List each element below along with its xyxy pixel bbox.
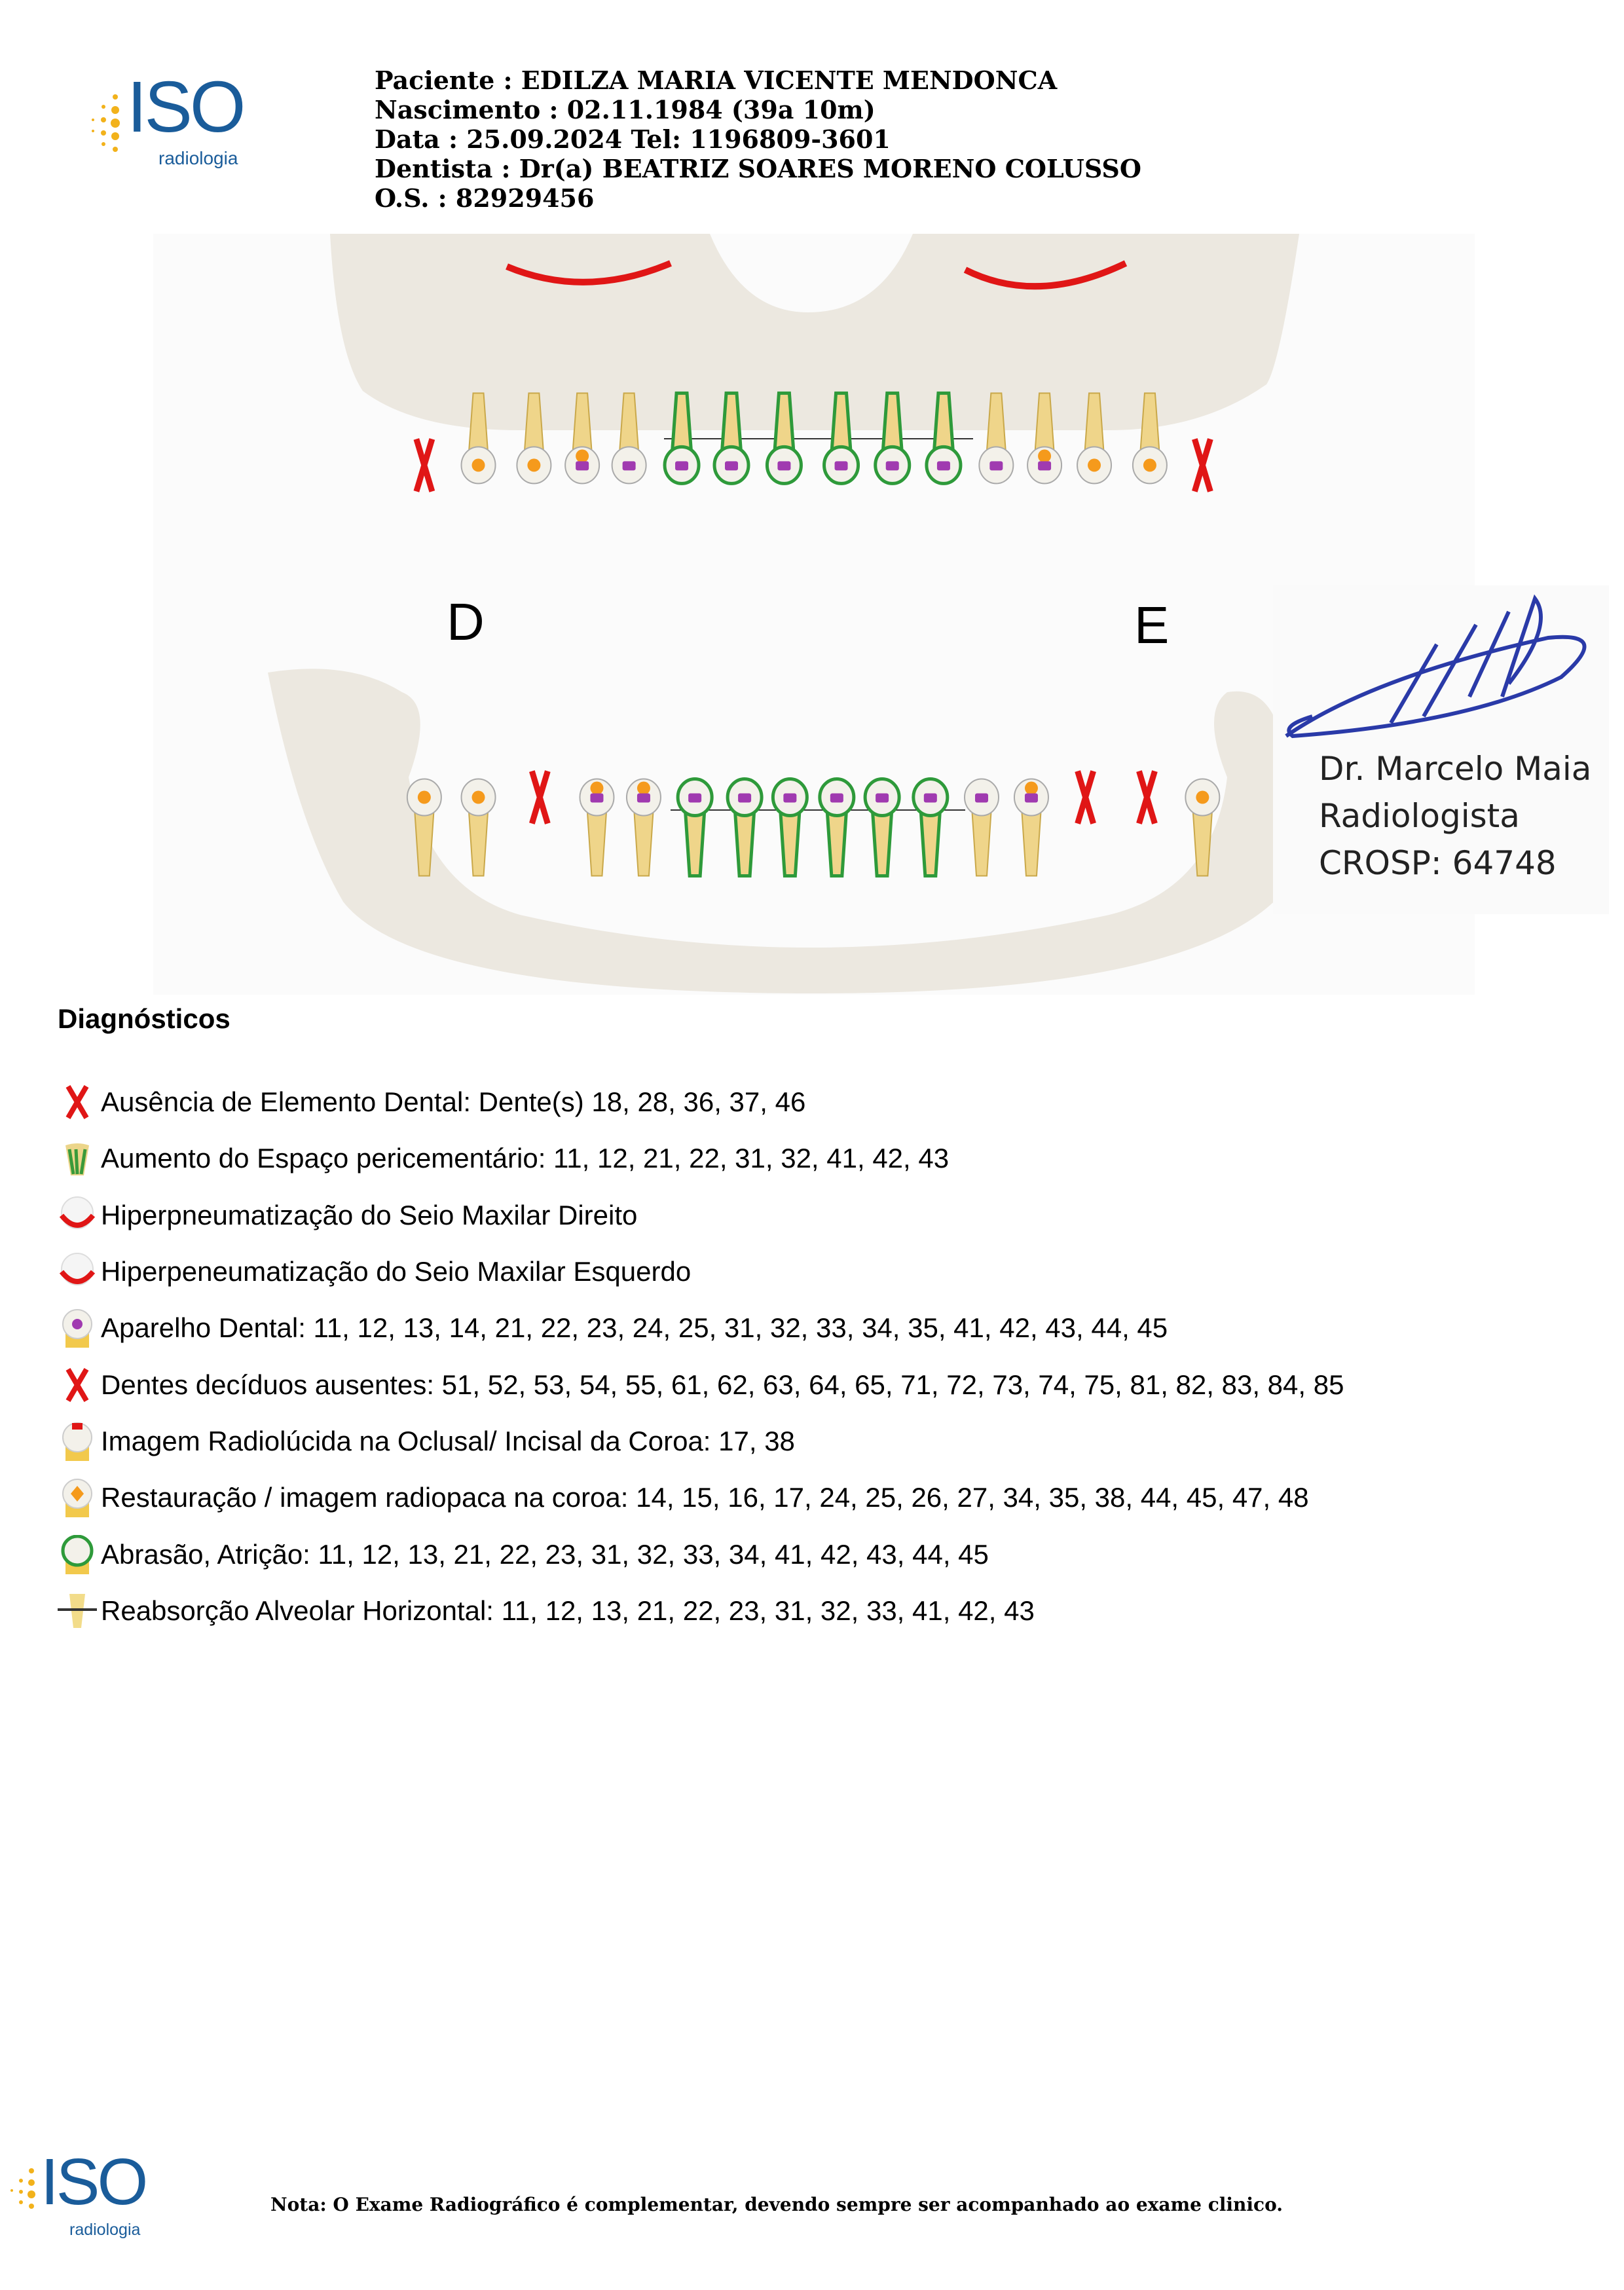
sinus-left-icon (59, 1253, 96, 1286)
missing-tooth-mark (1192, 438, 1213, 492)
diagnostic-item: Ausência de Elemento Dental: Dente(s) 18… (58, 1074, 1344, 1130)
missing-tooth-x-icon (65, 1085, 89, 1120)
tooth (1185, 778, 1221, 877)
mandible-shape (268, 669, 1286, 993)
logo-dots-icon (92, 94, 120, 152)
tooth (564, 392, 600, 485)
missing-tooth-mark (1136, 770, 1158, 824)
exam-date: Data : 25.09.2024 Tel: 1196809-3601 (375, 124, 891, 154)
tooth (625, 778, 661, 877)
diagnostic-text: Hiperpneumatização do Seio Maxilar Direi… (101, 1199, 638, 1230)
tooth (460, 778, 496, 877)
patient-header: Paciente : EDILZA MARIA VICENTE MENDONCA… (375, 65, 1141, 213)
tooth (460, 392, 496, 485)
pericementum-icon (65, 1143, 89, 1176)
missing-tooth-mark (413, 438, 435, 492)
tooth (663, 391, 701, 485)
diagnostic-text: Imagem Radiolúcida na Oclusal/ Incisal d… (101, 1425, 795, 1456)
dental-chart: D E (153, 234, 1475, 995)
sinus-left-mark (963, 260, 1128, 290)
radiologist-name: Dr. Marcelo Maia (1319, 750, 1592, 788)
radiologist-crosp: CROSP: 64748 (1319, 844, 1557, 882)
tooth (863, 777, 901, 878)
diagnostic-text: Dentes decíduos ausentes: 51, 52, 53, 54… (101, 1369, 1344, 1400)
side-label-left: E (1134, 596, 1169, 654)
deciduous-missing-x-icon (65, 1367, 89, 1402)
braces-icon (62, 1309, 92, 1348)
diagnostic-item: Reabsorção Alveolar Horizontal: 11, 12, … (58, 1583, 1344, 1639)
order-number: O.S. : 82929456 (375, 183, 595, 213)
tooth (765, 391, 803, 485)
diagnostic-item: Restauração / imagem radiopaca na coroa:… (58, 1469, 1344, 1526)
diagnostic-item: Aparelho Dental: 11, 12, 13, 14, 21, 22,… (58, 1300, 1344, 1356)
radiologist-signature: Dr. Marcelo Maia Radiologista CROSP: 647… (1273, 585, 1609, 914)
diagnostic-item: Hiperpneumatização do Seio Maxilar Direi… (58, 1187, 1344, 1244)
footer-note: Nota: O Exame Radiográfico é complementa… (270, 2194, 1283, 2215)
dentist-name: Dentista : Dr(a) BEATRIZ SOARES MORENO C… (375, 154, 1141, 183)
logo-brand: ISO (127, 71, 244, 144)
sinus-right-mark (506, 260, 672, 286)
tooth (978, 392, 1014, 485)
diagnostic-text: Abrasão, Atrição: 11, 12, 13, 21, 22, 23… (101, 1538, 989, 1570)
tooth (712, 391, 750, 485)
abrasion-icon (61, 1534, 94, 1574)
footer-logo-dots-icon (10, 2168, 35, 2209)
tooth (516, 392, 552, 485)
diagnostic-text: Restauração / imagem radiopaca na coroa:… (101, 1482, 1309, 1513)
radiologist-role: Radiologista (1319, 797, 1520, 835)
radiolucent-crown-icon (62, 1422, 92, 1461)
tooth (726, 777, 764, 878)
sinus-right-icon (59, 1196, 96, 1229)
diagnostic-item: Imagem Radiolúcida na Oclusal/ Incisal d… (58, 1413, 1344, 1469)
tooth (1013, 778, 1049, 877)
diagnostics-title: Diagnósticos (58, 1003, 231, 1034)
diagnostic-text: Hiperpeneumatização do Seio Maxilar Esqu… (101, 1256, 692, 1287)
tooth (925, 391, 963, 485)
restoration-icon (62, 1479, 92, 1518)
tooth (611, 392, 647, 485)
diagnostic-text: Aumento do Espaço pericementário: 11, 12… (101, 1143, 950, 1174)
tooth (771, 777, 809, 878)
handwritten-signature (1285, 594, 1587, 739)
diagnostic-item: Dentes decíduos ausentes: 51, 52, 53, 54… (58, 1356, 1344, 1413)
tooth (964, 778, 1000, 877)
tooth (1027, 392, 1063, 485)
tooth (1077, 392, 1113, 485)
tooth (406, 778, 442, 877)
tooth (818, 777, 856, 878)
footer-logo-brand: ISO (41, 2148, 146, 2216)
diagnostics-list: Ausência de Elemento Dental: Dente(s) 18… (58, 1074, 1344, 1639)
diagnostic-text: Ausência de Elemento Dental: Dente(s) 18… (101, 1086, 806, 1118)
dental-diagram: D E (268, 234, 1299, 993)
tooth (579, 778, 615, 877)
missing-tooth-mark (529, 770, 551, 824)
footer-iso-logo: ISO radiologia (7, 2148, 164, 2246)
diagnostic-item: Abrasão, Atrição: 11, 12, 13, 21, 22, 23… (58, 1526, 1344, 1582)
birth-date: Nascimento : 02.11.1984 (39a 10m) (375, 95, 876, 124)
missing-tooth-mark (1075, 770, 1096, 824)
diagnostic-item: Hiperpeneumatização do Seio Maxilar Esqu… (58, 1244, 1344, 1300)
tooth (912, 777, 950, 878)
tooth (676, 777, 714, 878)
logo-subtitle: radiologia (158, 148, 238, 168)
iso-logo: ISO radiologia (88, 71, 245, 175)
tooth (822, 391, 860, 485)
diagnostic-text: Aparelho Dental: 11, 12, 13, 14, 21, 22,… (101, 1312, 1168, 1344)
diagnostic-item: Aumento do Espaço pericementário: 11, 12… (58, 1130, 1344, 1187)
tooth (1132, 392, 1168, 485)
footer-logo-subtitle: radiologia (69, 2221, 141, 2239)
diagnostic-text: Reabsorção Alveolar Horizontal: 11, 12, … (101, 1595, 1035, 1626)
side-label-right: D (447, 593, 485, 651)
bone-resorption-icon (58, 1593, 97, 1628)
patient-name: Paciente : EDILZA MARIA VICENTE MENDONCA (375, 65, 1058, 95)
tooth (874, 391, 912, 485)
